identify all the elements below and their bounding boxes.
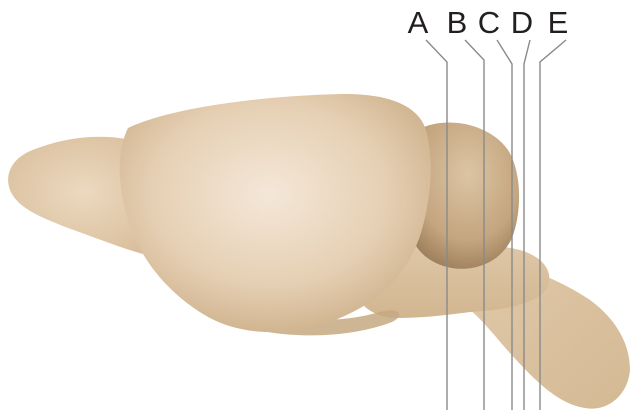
section-label-b: B: [447, 5, 468, 40]
section-label-a: A: [408, 5, 429, 40]
section-label-d: D: [511, 5, 533, 40]
section-label-e: E: [548, 5, 569, 40]
section-label-c: C: [478, 5, 500, 40]
